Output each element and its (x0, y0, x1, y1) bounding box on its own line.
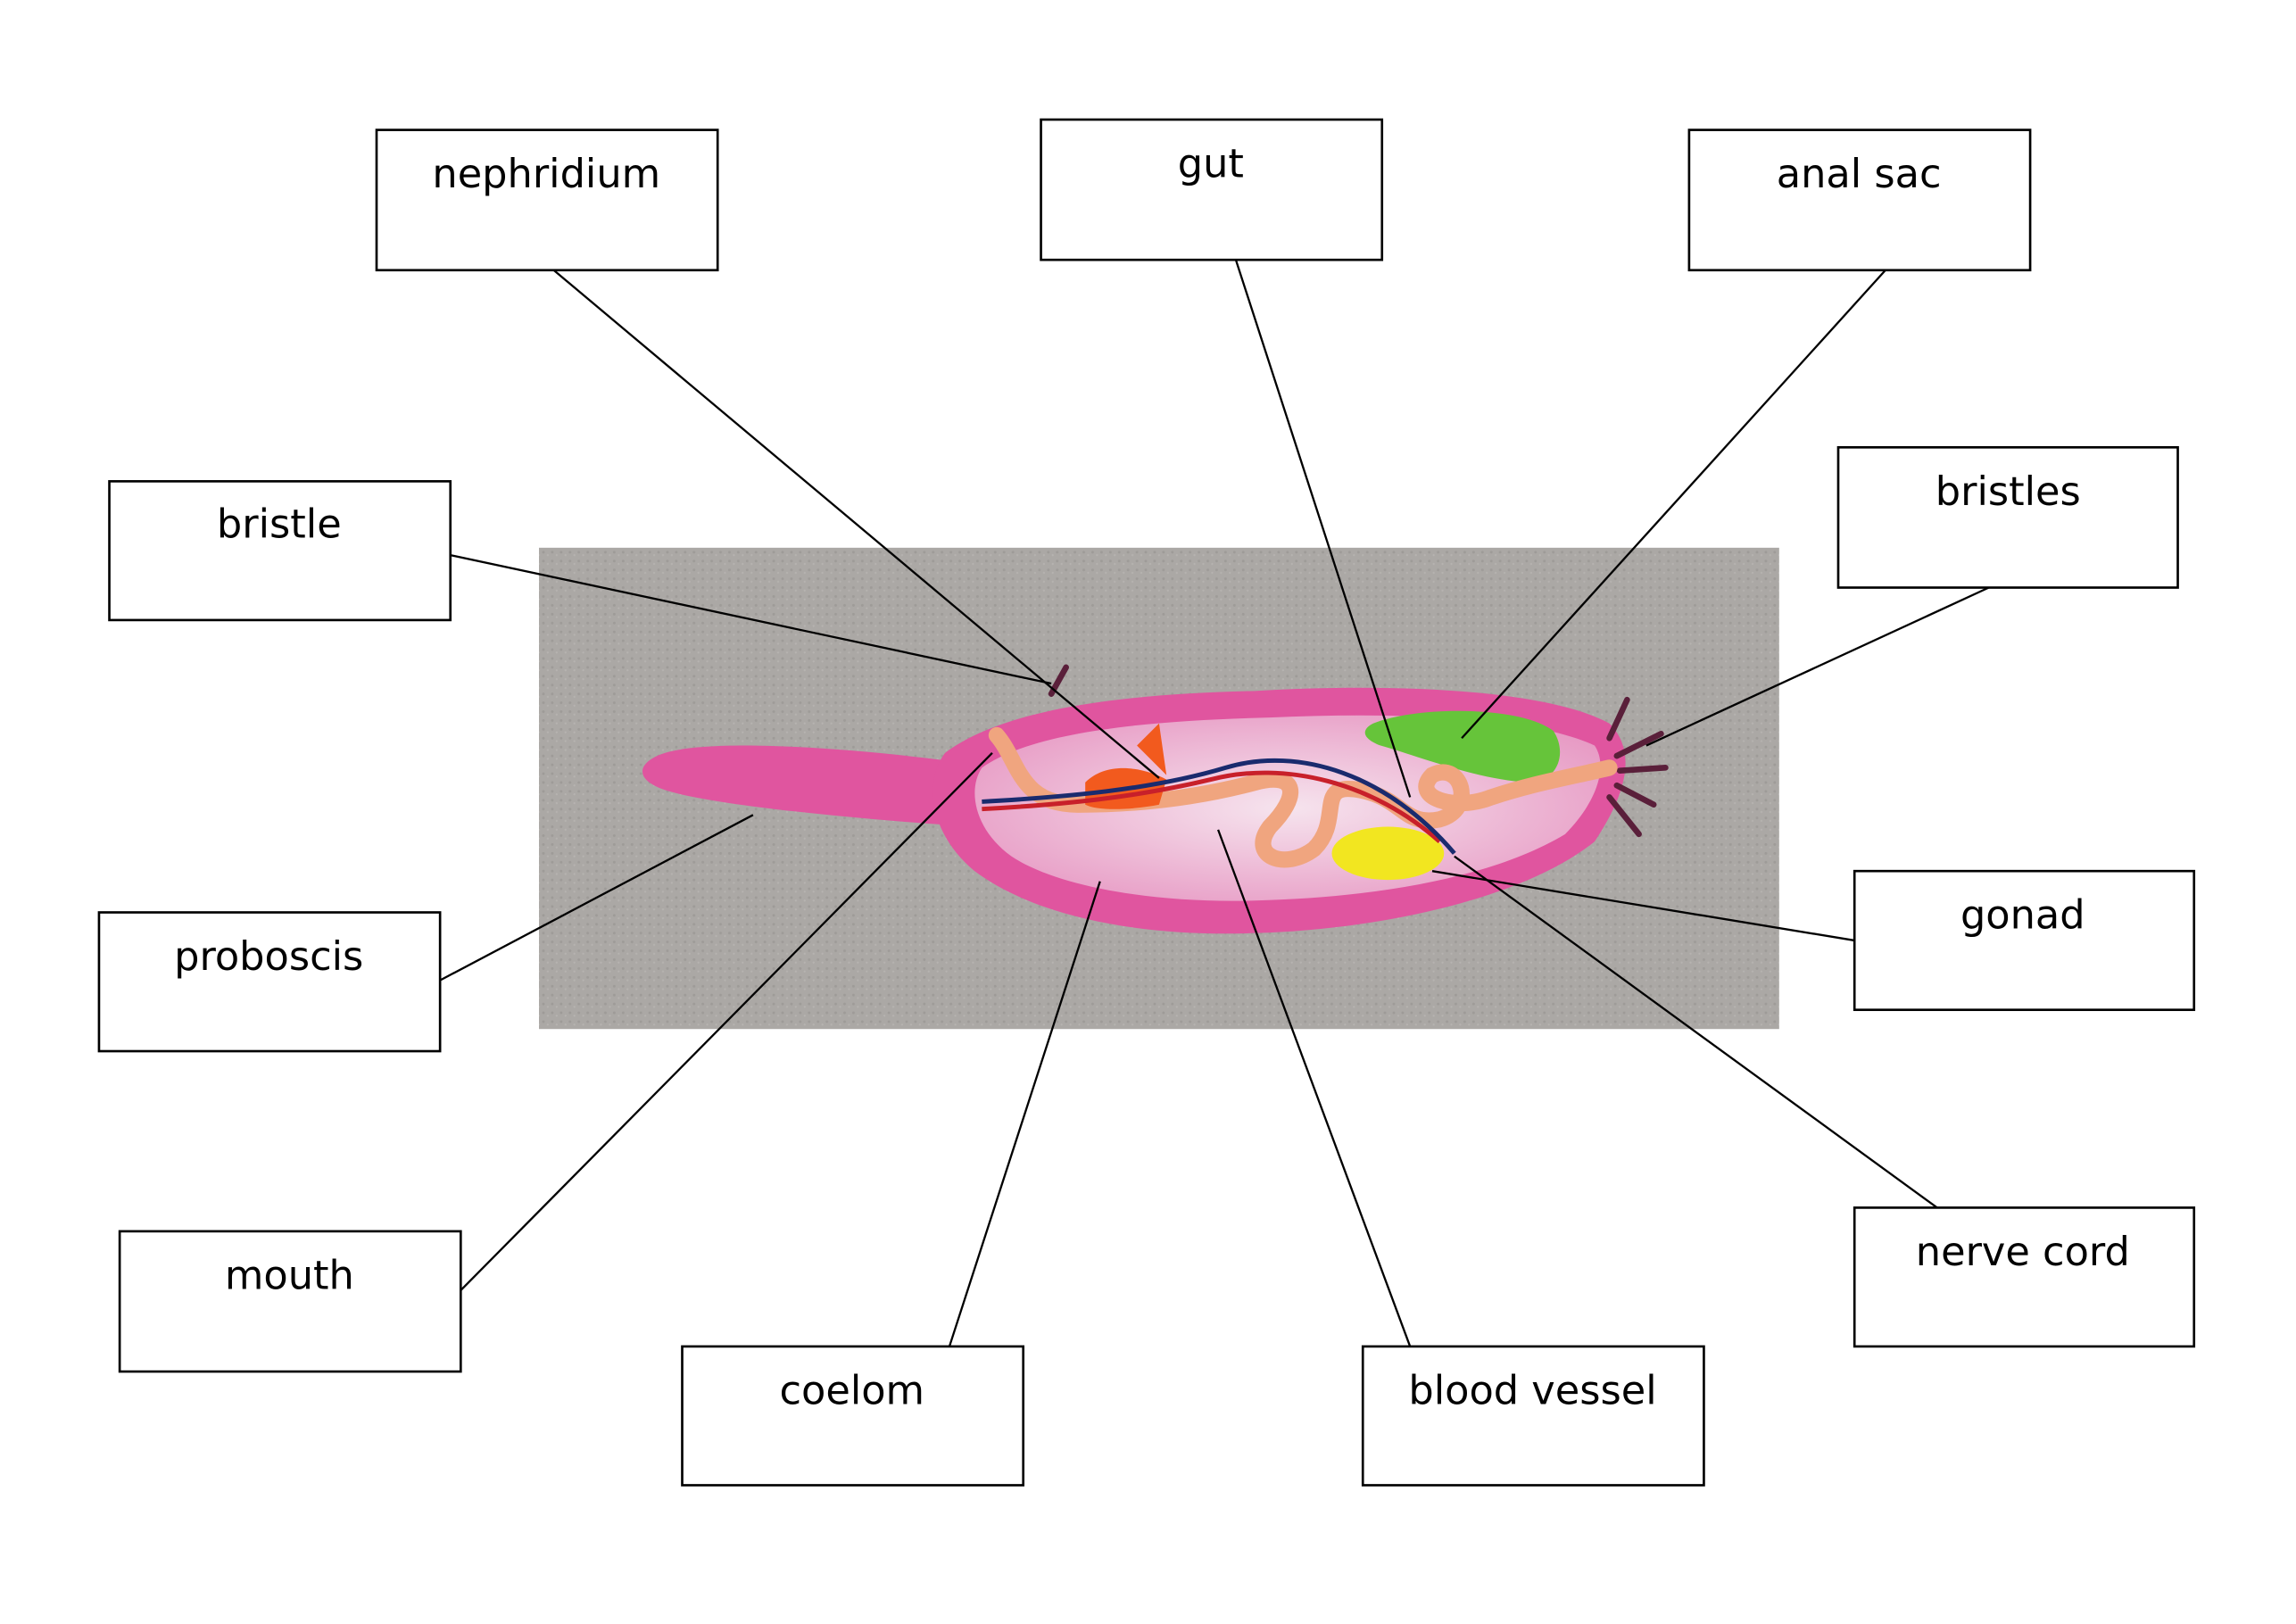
label-text: gonad (1960, 892, 2085, 939)
proboscis-shape (642, 745, 975, 827)
leader-proboscis (439, 814, 754, 982)
leader-lines (439, 259, 1990, 1347)
label-bristle: bristle (108, 480, 452, 622)
nerve-cord-shape (982, 758, 1456, 855)
model-photo (539, 547, 1779, 1030)
label-bristles: bristles (1836, 446, 2179, 589)
label-text: gut (1178, 141, 1244, 187)
label-coelom: coelom (681, 1345, 1025, 1487)
leader-coelom (948, 881, 1101, 1347)
gonad-shape (1331, 826, 1445, 881)
leader-nerve-cord (1454, 855, 1938, 1209)
label-text: bristle (217, 501, 342, 547)
label-anal-sac: anal sac (1687, 128, 2032, 272)
leader-anal-sac (1461, 269, 1886, 740)
leader-nephridium (552, 269, 1160, 779)
label-text: proboscis (174, 933, 363, 980)
leader-mouth (460, 752, 993, 1291)
leader-gut (1234, 259, 1412, 798)
bristle-marks (1048, 664, 1669, 838)
label-gut: gut (1040, 118, 1384, 261)
label-text: mouth (225, 1252, 354, 1298)
label-blood-vessel: blood vessel (1361, 1345, 1705, 1487)
label-text: anal sac (1777, 151, 1942, 197)
blood-vessel-shape (982, 770, 1441, 843)
leader-bristles (1645, 586, 1990, 747)
label-text: nerve cord (1916, 1229, 2130, 1275)
label-gonad: gonad (1853, 869, 2196, 1012)
leader-blood-vessel (1217, 829, 1412, 1347)
leader-bristle (450, 553, 1052, 685)
anal-sac-shape (1364, 710, 1561, 783)
label-mouth: mouth (118, 1230, 462, 1373)
label-text: nephridium (432, 151, 660, 197)
label-proboscis: proboscis (97, 911, 442, 1053)
label-nerve-cord: nerve cord (1853, 1206, 2196, 1348)
label-text: bristles (1935, 468, 2081, 515)
label-nephridium: nephridium (375, 128, 719, 272)
leader-gonad (1431, 870, 1855, 942)
label-text: blood vessel (1408, 1367, 1656, 1413)
label-text: coelom (779, 1367, 924, 1413)
